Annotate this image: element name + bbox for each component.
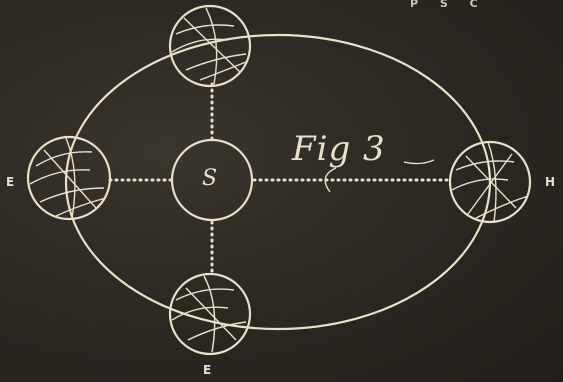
- sun-label: S: [202, 168, 217, 190]
- label-right: H: [545, 176, 555, 188]
- earth-top: [170, 6, 250, 86]
- figure-title: Fig 3: [292, 132, 386, 166]
- orbit-ellipse: [66, 35, 490, 329]
- corner-label: P S C: [410, 0, 487, 9]
- earth-bottom: [170, 274, 250, 354]
- label-bottom: E: [203, 364, 211, 376]
- label-left: E: [6, 176, 14, 188]
